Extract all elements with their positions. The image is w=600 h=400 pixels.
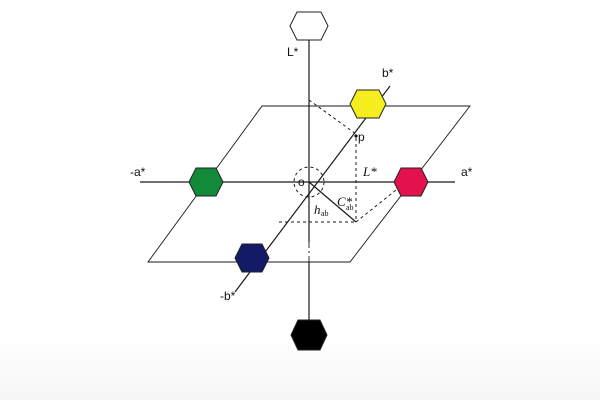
origin-label: o — [298, 175, 305, 189]
a-pos-label: a* — [461, 165, 473, 179]
ab-plane — [147, 105, 471, 263]
hue-subscript: ab — [321, 209, 329, 218]
white-hexagon — [289, 11, 329, 41]
a-neg-label: -a* — [130, 165, 146, 179]
blue-hexagon — [234, 243, 270, 273]
red-hexagon — [393, 167, 429, 197]
b-pos-label: b* — [382, 66, 394, 80]
hue-annotation: h — [314, 202, 321, 217]
hue-angle-circle — [293, 166, 325, 198]
dash-to-a-axis — [355, 181, 407, 223]
l-axis-label: L* — [287, 45, 299, 59]
black-hexagon — [290, 319, 328, 351]
chroma-line — [308, 181, 357, 223]
point-p — [354, 134, 358, 138]
green-hexagon — [188, 167, 224, 197]
yellow-hexagon — [349, 89, 387, 119]
dash-top-to-p — [308, 99, 357, 135]
b-neg-label: -b* — [220, 289, 236, 303]
chroma-subscript: ab — [346, 203, 354, 212]
lightness-annotation: L* — [362, 164, 377, 179]
chroma-annotation: C* — [337, 194, 353, 209]
point-p-label: p — [358, 130, 365, 144]
